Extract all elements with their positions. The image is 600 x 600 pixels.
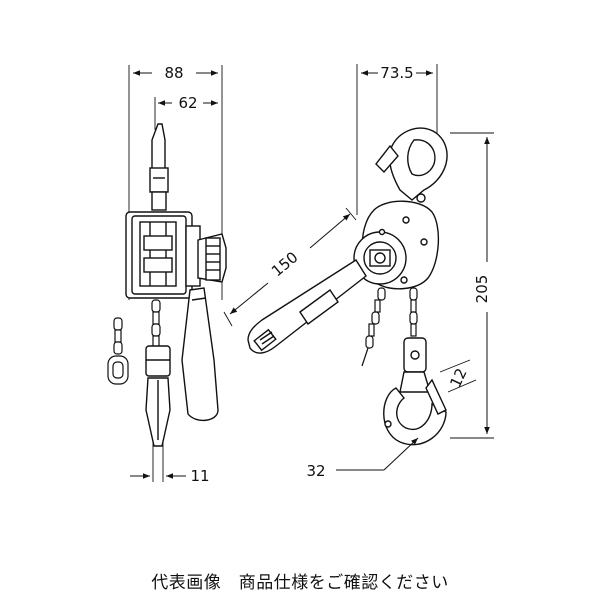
load-chain-front (151, 299, 161, 349)
hoist-body-side (353, 200, 440, 290)
dim-label-62: 62 (178, 94, 197, 112)
load-chain-side (409, 287, 418, 337)
dim-label-11: 11 (190, 467, 209, 485)
bottom-hook-side (383, 337, 447, 446)
dim-label-88: 88 (164, 64, 183, 82)
bottom-hook-front (145, 345, 171, 447)
side-view: 73.5 205 150 (223, 64, 494, 480)
dim-label-205: 205 (473, 275, 491, 304)
lever-handle-front (181, 287, 219, 421)
slack-chain-side (361, 287, 386, 367)
dim-label-32: 32 (306, 462, 325, 480)
dim-label-12: 12 (446, 365, 470, 390)
image-caption: 代表画像 商品仕様をご確認ください (151, 573, 449, 593)
dim-label-150: 150 (268, 248, 302, 280)
dimension-height: 205 (450, 132, 494, 439)
dimension-chain-offset: 11 (130, 440, 210, 485)
dimension-top-width: 73.5 (356, 64, 438, 215)
dim-label-73-5: 73.5 (380, 64, 413, 82)
dimension-hook-opening: 32 (306, 437, 419, 480)
dimension-hook-throat: 12 (439, 359, 477, 393)
slack-chain-front (107, 317, 129, 385)
handwheel-front (197, 233, 227, 283)
dimension-handle-width: 62 (154, 94, 218, 130)
top-hook-front (149, 123, 169, 211)
hoist-body-front (125, 211, 201, 299)
front-view: 88 62 (107, 64, 227, 485)
top-hook-side (375, 127, 448, 203)
lever-handle-side (247, 259, 367, 354)
